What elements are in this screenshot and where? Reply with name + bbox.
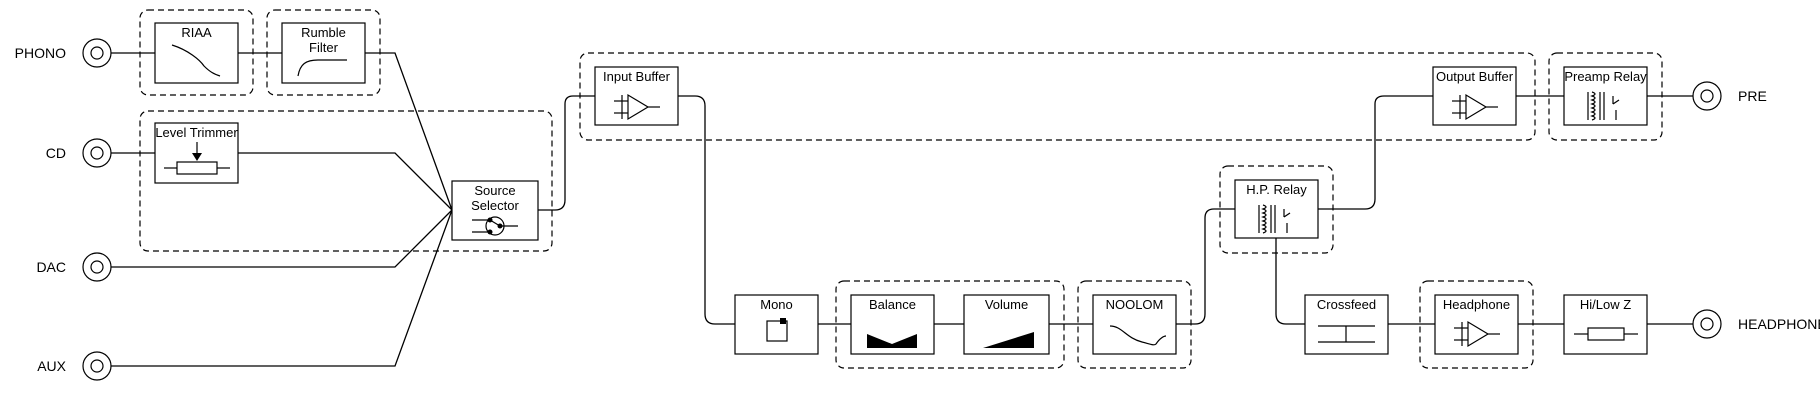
input-dac[interactable]: DAC	[36, 252, 112, 282]
headphone-jack-icon[interactable]	[1692, 309, 1722, 339]
block-mono[interactable]: Mono	[734, 294, 819, 355]
phono-jack-icon[interactable]	[82, 38, 112, 68]
output-buffer-label: Output Buffer	[1436, 69, 1514, 84]
level-trimmer-label: Level Trimmer	[155, 125, 238, 140]
block-source-selector[interactable]: Source Selector	[451, 180, 539, 241]
noolom-curve-icon	[1109, 325, 1167, 346]
block-hilow-z[interactable]: Hi/Low Z	[1563, 294, 1648, 355]
mono-label: Mono	[760, 297, 793, 312]
block-level-trimmer[interactable]: Level Trimmer	[154, 122, 239, 184]
source-label-2: Selector	[471, 198, 519, 213]
riaa-label: RIAA	[181, 25, 212, 40]
block-crossfeed[interactable]: Crossfeed	[1304, 294, 1389, 355]
aux-jack-icon[interactable]	[82, 351, 112, 381]
input-aux[interactable]: AUX	[37, 351, 112, 381]
cd-jack-icon[interactable]	[82, 138, 112, 168]
rumble-label-2: Filter	[309, 40, 339, 55]
volume-ramp-icon	[983, 332, 1034, 348]
block-preamp-relay[interactable]: Preamp Relay	[1563, 66, 1648, 126]
block-riaa[interactable]: RIAA	[154, 22, 239, 84]
block-input-buffer[interactable]: Input Buffer	[594, 66, 679, 126]
relay-icon	[1587, 91, 1620, 121]
crossfeed-icon	[1318, 325, 1375, 343]
balance-label: Balance	[869, 297, 916, 312]
relay-icon	[1258, 204, 1291, 234]
highpass-curve-icon	[297, 59, 347, 77]
volume-label: Volume	[985, 297, 1028, 312]
buffer-amp-icon	[1452, 93, 1498, 121]
block-volume[interactable]: Volume	[963, 294, 1050, 355]
block-hp-relay[interactable]: H.P. Relay	[1234, 179, 1319, 239]
signal-wires	[111, 52, 1693, 367]
dac-jack-icon[interactable]	[82, 252, 112, 282]
balance-wedge-icon	[867, 334, 917, 348]
block-output-buffer[interactable]: Output Buffer	[1432, 66, 1517, 126]
preamp-relay-label: Preamp Relay	[1564, 69, 1647, 84]
block-balance[interactable]: Balance	[850, 294, 935, 355]
riaa-curve-icon	[171, 44, 221, 77]
headphone-amp-label: Headphone	[1443, 297, 1510, 312]
potentiometer-icon	[164, 142, 230, 175]
resistor-icon	[1574, 327, 1638, 341]
input-buffer-label: Input Buffer	[603, 69, 671, 84]
selector-switch-icon	[472, 216, 518, 236]
group-cd-trimmer-selector	[139, 110, 553, 252]
output-headphone[interactable]: HEADPHONE	[1692, 309, 1820, 339]
phono-label: PHONO	[15, 45, 66, 61]
input-phono[interactable]: PHONO	[15, 38, 112, 68]
buffer-amp-icon	[614, 93, 660, 121]
amplifier-icon	[1454, 320, 1500, 348]
source-label-1: Source	[474, 183, 515, 198]
headphone-label: HEADPHONE	[1738, 316, 1820, 332]
rumble-label-1: Rumble	[301, 25, 346, 40]
pre-jack-icon[interactable]	[1692, 81, 1722, 111]
dac-label: DAC	[36, 259, 66, 275]
crossfeed-label: Crossfeed	[1317, 297, 1376, 312]
pre-label: PRE	[1738, 88, 1767, 104]
cd-label: CD	[46, 145, 66, 161]
block-headphone-amp[interactable]: Headphone	[1434, 294, 1519, 355]
noolom-label: NOOLOM	[1106, 297, 1164, 312]
mono-switch-icon	[766, 318, 788, 342]
aux-label: AUX	[37, 358, 66, 374]
input-cd[interactable]: CD	[46, 138, 112, 168]
block-noolom[interactable]: NOOLOM	[1092, 294, 1177, 355]
output-pre[interactable]: PRE	[1692, 81, 1767, 111]
block-rumble-filter[interactable]: Rumble Filter	[281, 22, 366, 84]
hp-relay-label: H.P. Relay	[1246, 182, 1307, 197]
hilow-z-label: Hi/Low Z	[1580, 297, 1631, 312]
group-balance-volume	[835, 280, 1065, 369]
